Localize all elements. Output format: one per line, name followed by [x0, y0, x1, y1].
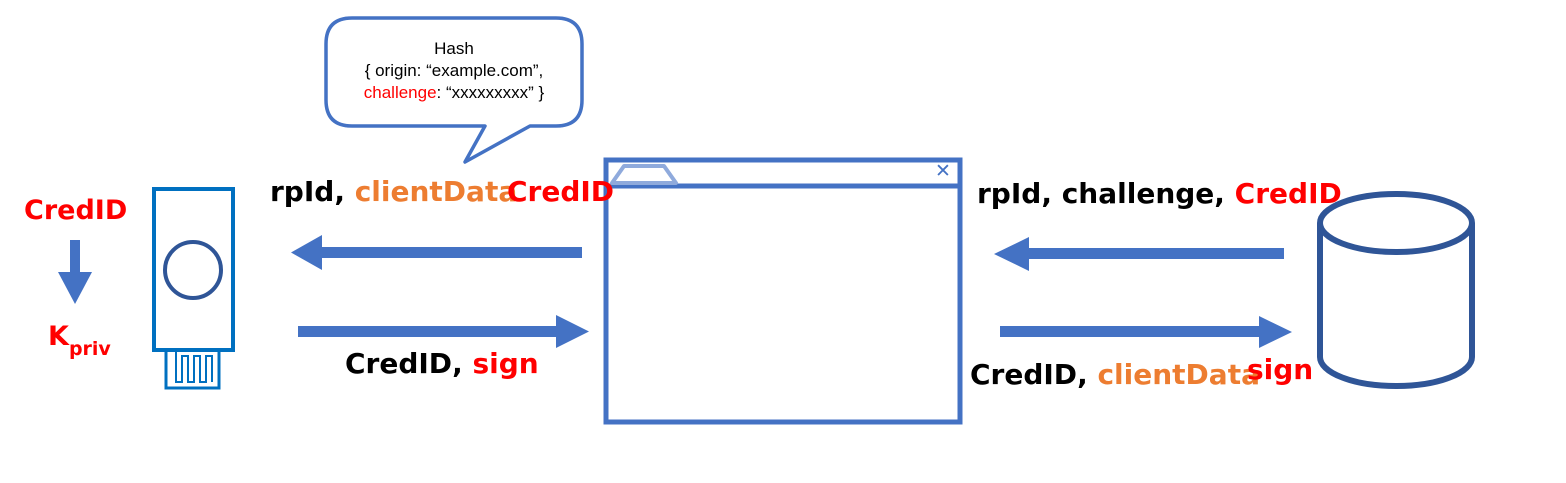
kpriv-sub: priv — [68, 338, 111, 360]
right-bottom-label: CredID, clientData — [970, 361, 1260, 389]
bubble-line-challenge: challenge: “xxxxxxxxx” } — [340, 82, 568, 104]
right-bottom-clientdata: clientData — [1097, 358, 1260, 391]
left-top-sep: , — [334, 175, 355, 208]
arrow-authenticator-to-browser — [298, 315, 589, 348]
right-top-rpid: rpId — [977, 177, 1042, 210]
credid-label: CredID — [24, 195, 128, 226]
browser-window-icon — [603, 157, 963, 425]
bubble-challenge-value: : “xxxxxxxxx” } — [436, 83, 545, 102]
database-server-icon — [1317, 191, 1475, 389]
browser-close-icon: ✕ — [935, 160, 951, 182]
browser-tab — [610, 164, 678, 185]
right-bottom-sep: , — [1077, 358, 1098, 391]
bubble-challenge-key: challenge — [363, 83, 437, 102]
right-top-sep2: , — [1214, 177, 1235, 210]
arrow-server-to-browser — [994, 237, 1284, 271]
right-bottom-sign: sign — [1247, 353, 1314, 386]
derive-arrow-icon — [58, 240, 92, 304]
left-bottom-sign: sign — [472, 347, 539, 380]
left-top-rpid: rpId — [270, 175, 335, 208]
kpriv-main: K — [48, 321, 69, 352]
bubble-line-origin: { origin: “example.com”, — [364, 61, 544, 80]
bubble-text: Hash { origin: “example.com”, challenge:… — [340, 38, 568, 104]
left-top-credid: CredID — [507, 175, 615, 208]
right-top-label: rpId, challenge, CredID — [977, 180, 1342, 208]
left-bottom-sep: , — [452, 347, 473, 380]
left-bottom-credid: CredID — [345, 347, 453, 380]
right-top-challenge: challenge — [1061, 177, 1215, 210]
right-bottom-credid: CredID — [970, 358, 1078, 391]
speech-bubble — [324, 16, 584, 164]
arrow-browser-to-server — [1000, 316, 1292, 348]
kpriv-label: Kpriv — [48, 323, 111, 359]
right-top-credid: CredID — [1234, 177, 1342, 210]
right-top-sep1: , — [1041, 177, 1062, 210]
security-key-icon — [152, 187, 235, 390]
bubble-line-hash: Hash — [434, 39, 474, 58]
left-top-label: rpId, clientData — [270, 178, 517, 206]
left-bottom-label: CredID, sign — [345, 350, 539, 378]
left-top-clientdata: clientData — [354, 175, 518, 208]
arrow-browser-to-authenticator — [291, 235, 582, 270]
